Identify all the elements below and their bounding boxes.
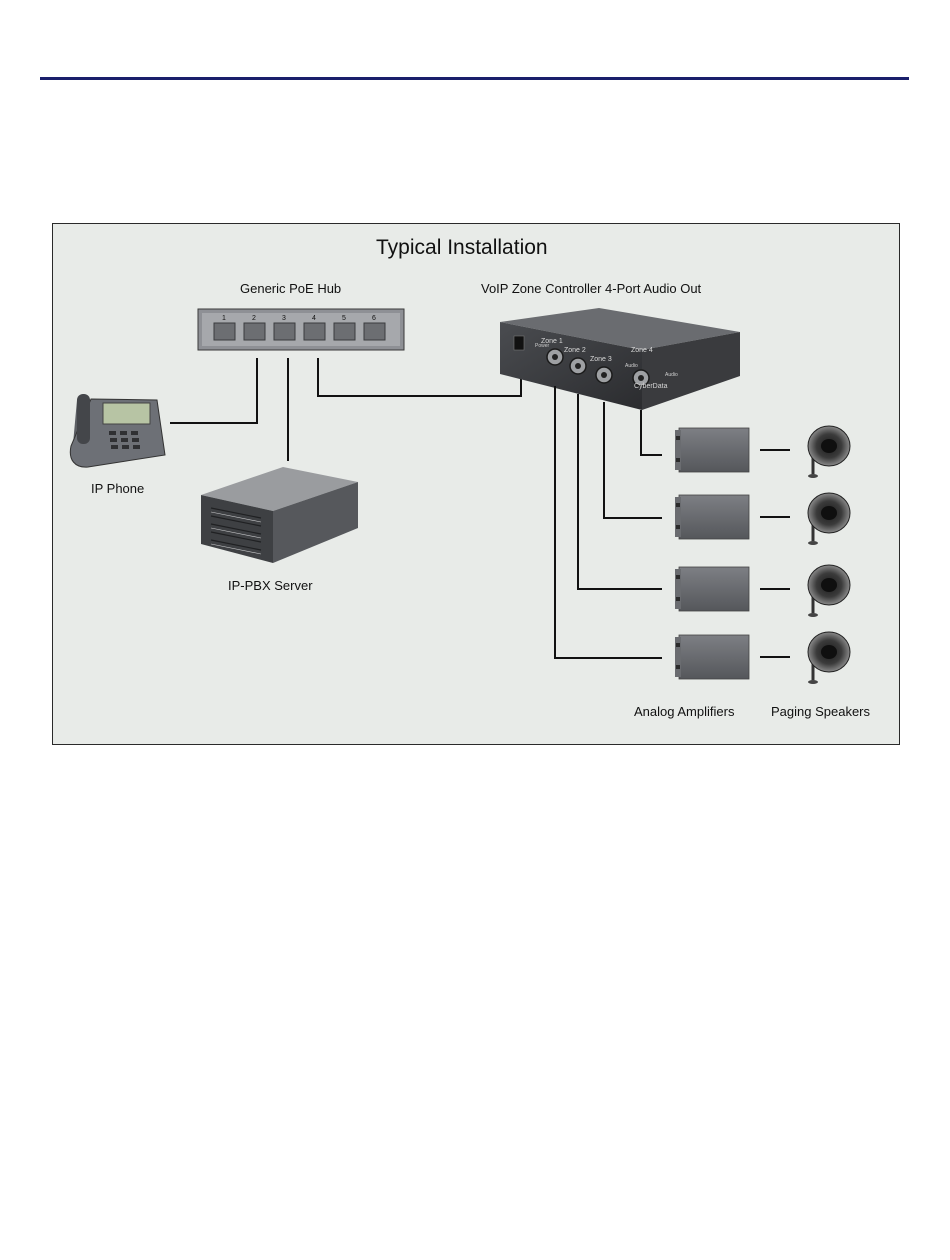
paging-speaker-icon xyxy=(808,565,850,617)
hub-port xyxy=(214,323,235,340)
hub-port-number: 2 xyxy=(252,315,256,322)
diagram-title: Typical Installation xyxy=(376,236,548,259)
cable-zone1-to-amp4 xyxy=(555,386,662,658)
ip-phone-icon xyxy=(70,394,165,467)
hub-port-number: 3 xyxy=(282,315,286,322)
hub-label: Generic PoE Hub xyxy=(240,281,341,296)
zone-label: Zone 4 xyxy=(631,347,653,354)
cable-zone4-to-amp1 xyxy=(641,410,662,455)
controller-power-label: Power xyxy=(535,343,550,349)
hub-port-number: 1 xyxy=(222,315,226,322)
audio-cables xyxy=(555,386,662,658)
amplifier-icon xyxy=(675,567,790,611)
installation-diagram: Typical Installation Generic PoE Hub VoI… xyxy=(52,223,900,745)
hub-port xyxy=(304,323,325,340)
zone-label: Zone 2 xyxy=(564,347,586,354)
speaker-stack xyxy=(808,426,850,684)
poe-hub: 1 2 3 4 5 6 xyxy=(198,309,404,350)
zone-jack-center xyxy=(601,372,607,378)
paging-speaker-icon xyxy=(808,632,850,684)
hub-port-number: 6 xyxy=(372,315,376,322)
header-rule xyxy=(40,77,909,80)
hub-port xyxy=(334,323,355,340)
speakers-label: Paging Speakers xyxy=(771,704,871,719)
zone-label: Zone 3 xyxy=(590,356,612,363)
hub-port xyxy=(364,323,385,340)
hub-port-number: 5 xyxy=(342,315,346,322)
network-cables xyxy=(170,358,521,461)
zone-jack-center xyxy=(638,375,644,381)
ip-pbx-server-icon xyxy=(201,467,358,563)
hub-port-number: 4 xyxy=(312,315,316,322)
diagram-canvas: Typical Installation Generic PoE Hub VoI… xyxy=(53,224,901,746)
hub-port xyxy=(274,323,295,340)
amplifier-stack xyxy=(675,428,790,679)
amplifiers-label: Analog Amplifiers xyxy=(634,704,735,719)
paging-speaker-icon xyxy=(808,493,850,545)
hub-port xyxy=(244,323,265,340)
phone-label: IP Phone xyxy=(91,481,144,496)
cable-hub-to-phone xyxy=(170,358,257,423)
amplifier-icon xyxy=(675,635,790,679)
amplifier-icon xyxy=(675,495,790,539)
zone-jack-center xyxy=(575,363,581,369)
controller-audio-label-a: Audio xyxy=(625,363,638,369)
amplifier-icon xyxy=(675,428,790,472)
cable-hub-to-controller xyxy=(318,358,521,396)
controller-label: VoIP Zone Controller 4-Port Audio Out xyxy=(481,281,702,296)
controller-audio-label-b: Audio xyxy=(665,372,678,378)
controller-brand: CyberData xyxy=(634,383,668,390)
zone-jack-center xyxy=(552,354,558,360)
cable-zone2-to-amp3 xyxy=(578,394,662,589)
paging-speaker-icon xyxy=(808,426,850,478)
cable-zone3-to-amp2 xyxy=(604,402,662,518)
server-label: IP-PBX Server xyxy=(228,578,313,593)
